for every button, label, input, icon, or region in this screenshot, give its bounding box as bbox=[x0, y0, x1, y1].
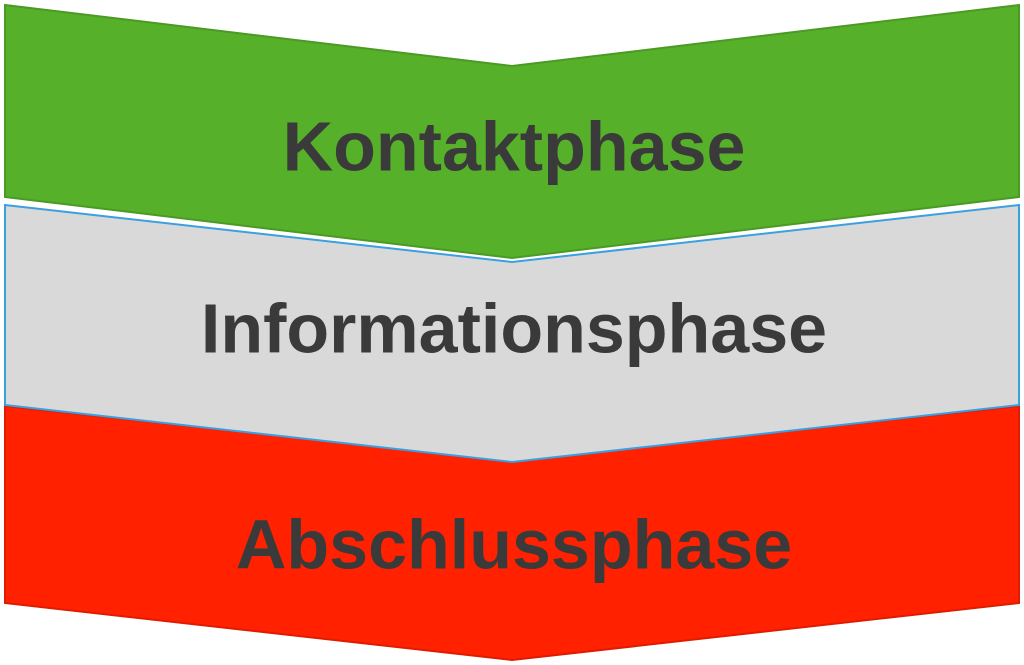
abschlussphase-label: Abschlussphase bbox=[236, 505, 792, 583]
informationsphase-chevron bbox=[4, 203, 1020, 464]
informationsphase-label: Informationsphase bbox=[201, 289, 827, 367]
kontaktphase-label: Kontaktphase bbox=[283, 107, 746, 185]
kontaktphase-chevron bbox=[4, 3, 1020, 260]
